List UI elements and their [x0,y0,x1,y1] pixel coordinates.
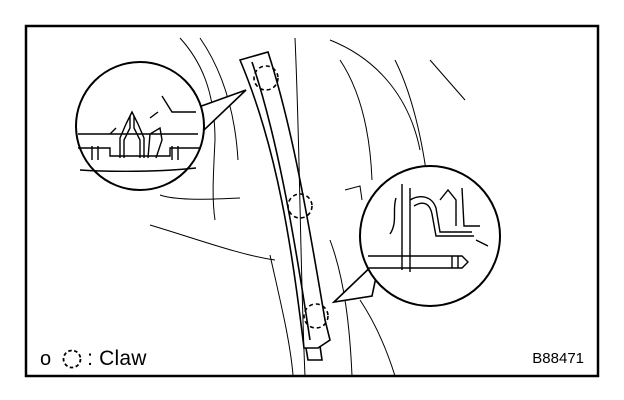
legend: o : Claw [40,344,147,374]
pillar-garnish [238,51,331,361]
claw-circle-top [253,65,279,91]
diagram-frame [24,24,600,378]
claw-locations [253,65,329,329]
legend-label: Claw [99,347,147,370]
detail-circle-left [75,61,247,191]
figure-code: B88471 [532,350,584,367]
legend-separator: : [87,347,94,370]
legend-marker: o [40,347,52,370]
claw-circle-bottom [303,303,329,329]
dashed-circle-icon [62,349,82,369]
claw-circle-middle [287,193,313,219]
detail-circle-right [331,165,501,307]
vehicle-outline [149,37,466,377]
